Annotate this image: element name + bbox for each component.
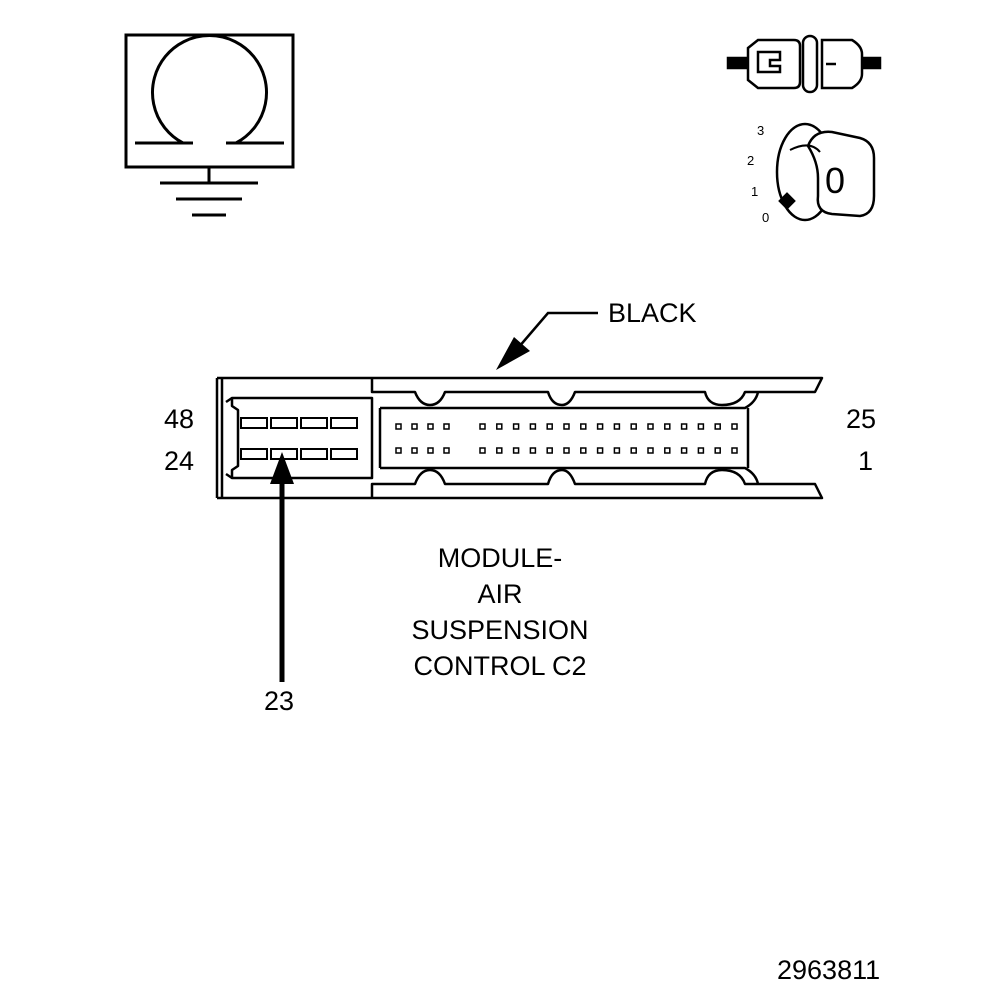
- cavity-48: [240, 417, 268, 429]
- terminal-cavity: [443, 447, 450, 454]
- pin-label-1: 1: [858, 446, 874, 476]
- connector-name-line-3: SUSPENSION: [411, 615, 589, 645]
- ground-icon: [160, 167, 258, 217]
- terminal-cavity: [697, 447, 705, 454]
- cavity-21: [330, 448, 358, 460]
- connector-name-line-2: AIR: [477, 579, 523, 609]
- terminal-cavity: [395, 447, 402, 454]
- terminal-cavity: [630, 423, 637, 430]
- pin-pointer-arrow: [270, 452, 294, 682]
- terminal-cavity: [563, 447, 570, 454]
- terminal-cavity: [580, 447, 587, 454]
- connector-name-line-1: MODULE-: [437, 543, 563, 573]
- terminal-cavity: [647, 447, 654, 454]
- terminal-cavity: [496, 447, 503, 454]
- ohmmeter-icon: [124, 33, 295, 169]
- terminal-cavity: [479, 447, 486, 454]
- pointer-pin-label: 23: [264, 686, 295, 716]
- ignition-key-label: 0: [825, 160, 846, 201]
- figure-number: 2963811: [777, 955, 881, 985]
- cavity-24: [240, 448, 268, 460]
- terminal-cavity: [664, 423, 671, 430]
- terminal-cavity: [731, 447, 738, 454]
- terminal-cavity: [630, 447, 637, 454]
- terminal-cavity: [731, 423, 738, 430]
- terminal-cavity: [479, 423, 486, 430]
- ignition-position-0: 0: [762, 210, 770, 225]
- connector-body: [215, 376, 824, 500]
- connector-disconnect-icon: [726, 34, 882, 94]
- terminal-cavity: [680, 447, 688, 454]
- terminal-cavity: [596, 423, 604, 430]
- connector-name-line-4: CONTROL C2: [413, 651, 587, 681]
- ignition-position-3: 3: [757, 123, 765, 138]
- terminal-cavity: [680, 423, 688, 430]
- cavity-47: [270, 417, 298, 429]
- terminal-cavity: [613, 423, 621, 430]
- terminal-cavity: [580, 423, 587, 430]
- terminal-cavity: [546, 447, 553, 454]
- connector-color-label: BLACK: [608, 298, 697, 328]
- terminal-cavity: [613, 447, 621, 454]
- terminal-cavity: [427, 423, 434, 430]
- terminal-cavity: [529, 447, 537, 454]
- terminal-cavity: [563, 423, 570, 430]
- terminal-cavity: [546, 423, 553, 430]
- terminal-cavity: [512, 423, 520, 430]
- terminal-cavity: [647, 423, 654, 430]
- terminal-cavity: [714, 423, 721, 430]
- color-callout-arrow: [496, 311, 598, 370]
- small-cavities: [395, 423, 738, 454]
- ignition-position-2: 2: [747, 153, 755, 168]
- large-cavities: [240, 417, 358, 460]
- terminal-cavity: [512, 447, 520, 454]
- cavity-45: [330, 417, 358, 429]
- terminal-cavity: [443, 423, 450, 430]
- terminal-cavity: [411, 423, 418, 430]
- terminal-cavity: [596, 447, 604, 454]
- terminal-cavity: [411, 447, 418, 454]
- terminal-cavity: [427, 447, 434, 454]
- terminal-cavity: [496, 423, 503, 430]
- terminal-cavity: [714, 447, 721, 454]
- pin-label-48: 48: [164, 404, 195, 434]
- cavity-22: [300, 448, 328, 460]
- pin-label-25: 25: [846, 404, 877, 434]
- ignition-position-1: 1: [751, 184, 759, 199]
- terminal-cavity: [697, 423, 705, 430]
- pin-label-24: 24: [164, 446, 195, 476]
- terminal-cavity: [664, 447, 671, 454]
- terminal-cavity: [529, 423, 537, 430]
- connector-name: MODULE- AIR SUSPENSION CONTROL C2: [370, 540, 630, 684]
- ignition-key-icon: [775, 122, 876, 222]
- cavity-46: [300, 417, 328, 429]
- terminal-cavity: [395, 423, 402, 430]
